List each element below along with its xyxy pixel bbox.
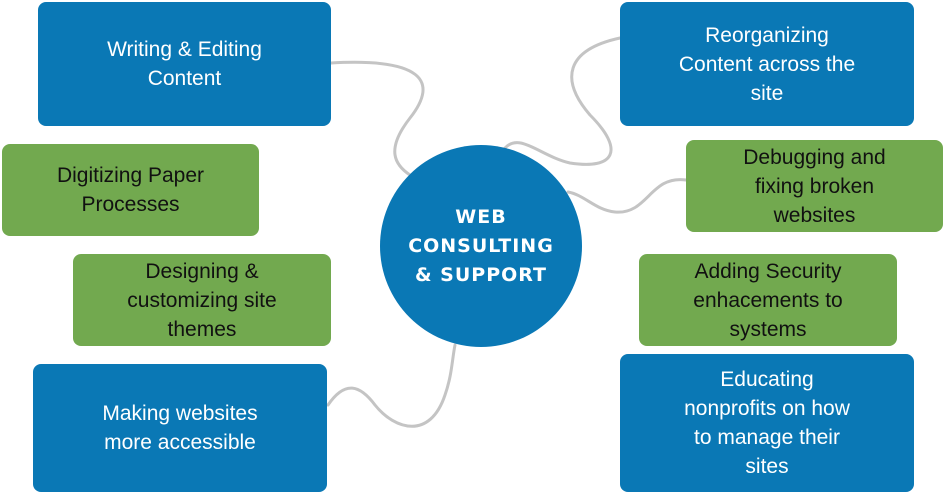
node-label: Making websites more accessible (102, 402, 258, 454)
node-label: Reorganizing Content across the site (678, 23, 856, 105)
node-label: Designing & customizing site themes (127, 259, 277, 341)
node-adding-security: Adding Security enhacements to systems (639, 254, 897, 346)
connector-writing-editing (329, 60, 425, 177)
node-educating-nonprofits: Educating nonprofits on how to manage th… (620, 354, 914, 492)
node-designing-themes: Designing & customizing site themes (73, 254, 331, 346)
node-debugging-fixing: Debugging and fixing broken websites (686, 140, 943, 232)
node-label: Debugging and fixing broken websites (743, 145, 886, 227)
node-label: Educating nonprofits on how to manage th… (684, 368, 850, 478)
node-label: Digitizing Paper Processes (56, 164, 205, 216)
center-hub: WEB CONSULTING & SUPPORT (380, 145, 582, 347)
node-label: Adding Security enhacements to systems (693, 259, 843, 341)
node-label: Writing & Editing Content (107, 38, 262, 90)
center-title: WEB CONSULTING & SUPPORT (408, 205, 554, 286)
node-making-accessible: Making websites more accessible (33, 364, 327, 492)
connector-making-accessible (326, 343, 457, 428)
connector-debugging-fixing (566, 178, 688, 214)
node-digitizing-paper: Digitizing Paper Processes (2, 144, 259, 236)
node-reorganizing-content: Reorganizing Content across the site (620, 2, 914, 126)
connector-reorganizing-content (503, 36, 622, 166)
node-writing-editing: Writing & Editing Content (38, 2, 331, 126)
